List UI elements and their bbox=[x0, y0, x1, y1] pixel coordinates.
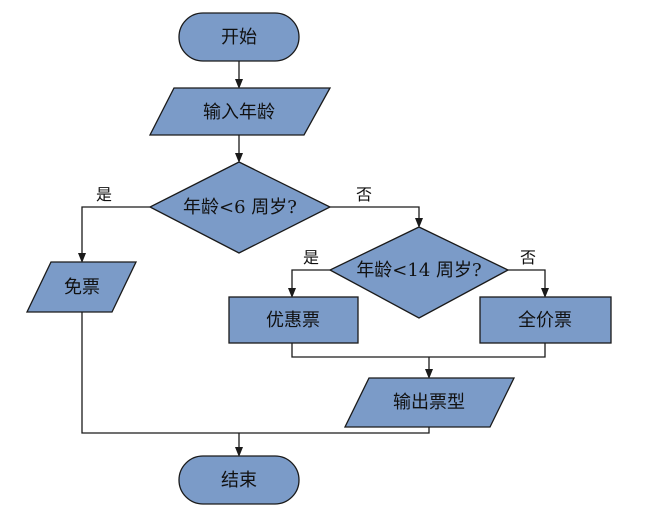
edge-decision1-yes bbox=[81, 206, 150, 260]
arrowhead bbox=[415, 218, 423, 228]
decision1-no-label: 否 bbox=[356, 185, 372, 204]
decision-age-6-label: 年龄<6 周岁? bbox=[183, 197, 297, 218]
full-ticket-node: 全价票 bbox=[479, 296, 612, 344]
arrowhead bbox=[541, 288, 549, 298]
discount-ticket-shape bbox=[228, 296, 359, 344]
full-ticket-label: 全价票 bbox=[518, 310, 572, 331]
decision2-no-label: 否 bbox=[520, 248, 536, 267]
end-terminal-shape bbox=[178, 455, 300, 505]
free-ticket-shape bbox=[25, 261, 138, 313]
arrowhead bbox=[235, 79, 243, 89]
start-label: 开始 bbox=[221, 27, 257, 48]
start-terminal-shape bbox=[178, 12, 300, 62]
decision-age-14-shape bbox=[328, 226, 510, 319]
free-ticket-label: 免票 bbox=[64, 277, 100, 298]
input-age-shape bbox=[148, 87, 332, 136]
arrowhead bbox=[78, 253, 86, 263]
connectors bbox=[81, 61, 546, 454]
edge-decision2-no bbox=[508, 269, 546, 295]
decision-age-6: 年龄<6 周岁? bbox=[148, 161, 332, 254]
arrowhead bbox=[288, 288, 296, 298]
full-ticket-shape bbox=[479, 296, 612, 344]
edge-decision2-yes bbox=[291, 269, 330, 295]
end-label: 结束 bbox=[221, 470, 257, 491]
decision-age-14-label: 年龄<14 周岁? bbox=[356, 260, 481, 281]
output-ticket-label: 输出票型 bbox=[393, 392, 465, 413]
edge-discount-down bbox=[291, 343, 546, 358]
output-ticket-node: 输出票型 bbox=[343, 377, 516, 428]
edge-decision1-no bbox=[330, 206, 420, 225]
arrowhead bbox=[235, 447, 243, 457]
arrowhead bbox=[235, 153, 243, 163]
decision-age-14: 年龄<14 周岁? bbox=[328, 226, 510, 319]
decision2-yes-label: 是 bbox=[303, 248, 319, 267]
decision1-yes-label: 是 bbox=[96, 185, 112, 204]
input-age-node: 输入年龄 bbox=[148, 87, 332, 136]
edge-free-to-end bbox=[81, 312, 430, 434]
input-age-label: 输入年龄 bbox=[203, 102, 275, 123]
arrowheads bbox=[78, 79, 549, 457]
end-terminal: 结束 bbox=[178, 455, 300, 505]
decision-age-6-shape bbox=[148, 161, 332, 254]
start-terminal: 开始 bbox=[178, 12, 300, 62]
discount-ticket-node: 优惠票 bbox=[228, 296, 359, 344]
arrowhead bbox=[425, 369, 433, 379]
free-ticket-node: 免票 bbox=[25, 261, 138, 313]
discount-ticket-label: 优惠票 bbox=[266, 310, 320, 331]
output-ticket-shape bbox=[343, 377, 516, 428]
